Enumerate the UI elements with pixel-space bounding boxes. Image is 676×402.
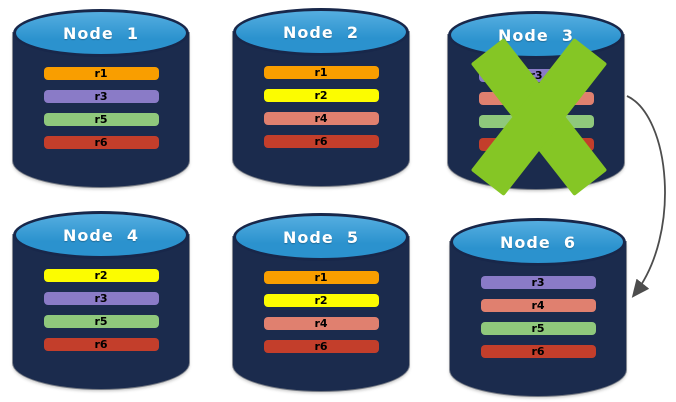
replica-label: r5: [531, 322, 545, 335]
node-title: Node 3: [498, 25, 574, 45]
replica-bar: r2: [263, 294, 379, 307]
node-title: Node 6: [500, 232, 576, 252]
cylinder-body: [13, 33, 189, 187]
replica-label: r4: [531, 299, 545, 312]
replica-label: r6: [314, 340, 328, 353]
node-2: Node 2 r1 r2 r4 r6: [233, 8, 409, 186]
replica-label: r5: [94, 113, 108, 126]
replica-label: r2: [314, 294, 328, 307]
arrow-path: [626, 95, 666, 298]
cylinder-top: Node 4: [13, 211, 189, 259]
cylinder-body: [450, 242, 626, 396]
replica-bar: r2: [263, 89, 379, 102]
replica-bar: r3: [43, 292, 159, 305]
replica-bar: r1: [263, 66, 379, 79]
cylinder-top: Node 5: [233, 213, 409, 261]
replica-list: r1 r3 r5 r6: [13, 67, 189, 149]
cylinder-top: Node 3: [448, 11, 624, 59]
failure-x-mark: [470, 37, 608, 197]
replica-bar: r6: [43, 338, 159, 351]
replica-bar: r6: [263, 135, 379, 148]
replica-bar: r6: [480, 345, 596, 358]
node-title: Node 4: [63, 225, 139, 245]
node-4: Node 4 r2 r3 r5 r6: [13, 211, 189, 389]
replica-bar: r6: [263, 340, 379, 353]
replica-bar: r3: [480, 276, 596, 289]
replica-label: r1: [314, 271, 328, 284]
replica-bar: r6: [43, 136, 159, 149]
replica-label: r4: [314, 112, 328, 125]
replica-label: r6: [94, 338, 108, 351]
replica-label: r3: [94, 90, 108, 103]
replica-label: r6: [314, 135, 328, 148]
replica-label: r3: [531, 276, 545, 289]
replica-label: r3: [529, 69, 543, 82]
replica-list: r1 r2 r4 r6: [233, 66, 409, 148]
cylinder-body: [233, 237, 409, 391]
node-title: Node 1: [63, 23, 139, 43]
replica-label: r1: [94, 67, 108, 80]
replica-list: r1 r2 r4 r6: [233, 271, 409, 353]
replica-list: r3 r4 r5 r6: [450, 276, 626, 358]
cylinder-body: [233, 32, 409, 186]
cylinder-top: Node 1: [13, 9, 189, 57]
replica-list: r2 r3 r5 r6: [13, 269, 189, 351]
replica-label: r6: [531, 345, 545, 358]
cylinder-body: [13, 235, 189, 389]
replica-label: r2: [94, 269, 108, 282]
node-6: Node 6 r3 r4 r5 r6: [450, 218, 626, 396]
replica-bar: r1: [263, 271, 379, 284]
node-1: Node 1 r1 r3 r5 r6: [13, 9, 189, 187]
replica-label: r2: [314, 89, 328, 102]
replica-bar: r4: [263, 112, 379, 125]
replica-bar: r5: [43, 113, 159, 126]
replica-bar: r4: [263, 317, 379, 330]
replica-bar: r3: [43, 90, 159, 103]
cylinder-top: Node 2: [233, 8, 409, 56]
replica-bar: r5: [480, 322, 596, 335]
replica-label: r6: [94, 136, 108, 149]
replica-bar: r2: [43, 269, 159, 282]
cylinder-top: Node 6: [450, 218, 626, 266]
replica-bar: r4: [480, 299, 596, 312]
node-title: Node 5: [283, 227, 359, 247]
node-5: Node 5 r1 r2 r4 r6: [233, 213, 409, 391]
replica-label: r3: [94, 292, 108, 305]
node-title: Node 2: [283, 22, 359, 42]
replica-label: r5: [94, 315, 108, 328]
replica-bar: r5: [43, 315, 159, 328]
replica-label: r1: [314, 66, 328, 79]
replica-bar: r1: [43, 67, 159, 80]
replica-label: r4: [314, 317, 328, 330]
